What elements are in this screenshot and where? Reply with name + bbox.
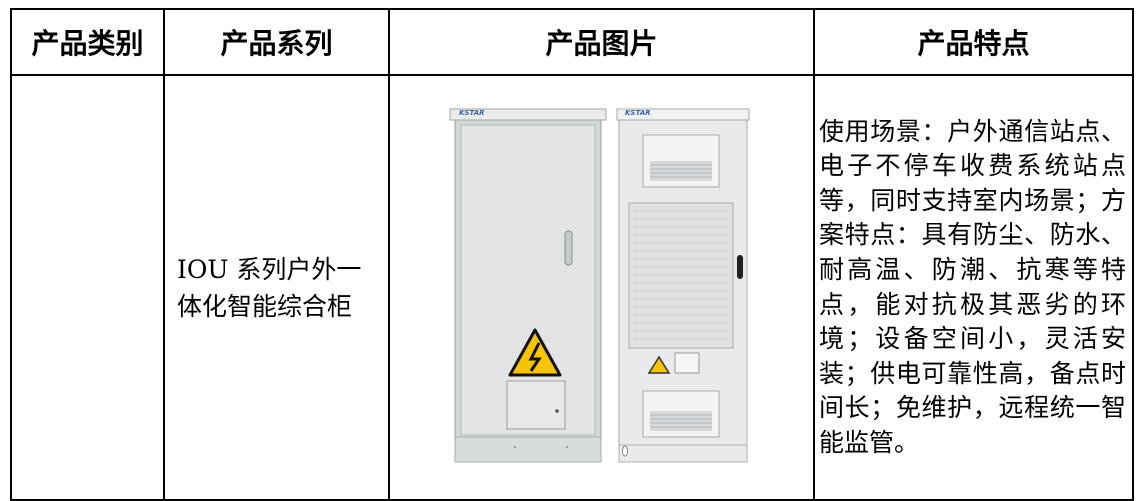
- header-features: 产品特点: [813, 8, 1134, 76]
- header-image: 产品图片: [388, 8, 815, 76]
- features-cell: 使用场景：户外通信站点、电子不停车收费系统站点等，同时支持室内场景；方案特点：具…: [813, 74, 1134, 501]
- product-spec-table: 产品类别 产品系列 产品图片 产品特点 IOU 系列户外一体化智能综合柜: [10, 8, 1134, 501]
- features-text: 使用场景：户外通信站点、电子不停车收费系统站点等，同时支持室内场景；方案特点：具…: [819, 116, 1126, 457]
- brand-logo-right: KSTAR: [625, 109, 651, 117]
- outdoor-cabinet-front-icon: [449, 108, 606, 463]
- series-name: IOU 系列户外一体化智能综合柜: [177, 254, 362, 321]
- header-category: 产品类别: [10, 8, 165, 76]
- series-cell: IOU 系列户外一体化智能综合柜: [163, 74, 390, 501]
- outdoor-cabinet-ventilated-icon: [616, 108, 749, 463]
- table-row: IOU 系列户外一体化智能综合柜: [10, 74, 1134, 501]
- high-voltage-warning-icon: [508, 328, 561, 377]
- category-cell: [10, 74, 165, 501]
- header-row: 产品类别 产品系列 产品图片 产品特点: [10, 8, 1134, 76]
- brand-logo-left: KSTAR: [459, 109, 485, 117]
- product-image: KSTAR: [449, 108, 749, 463]
- product-image-cell: KSTAR: [388, 74, 815, 501]
- header-series: 产品系列: [163, 8, 390, 76]
